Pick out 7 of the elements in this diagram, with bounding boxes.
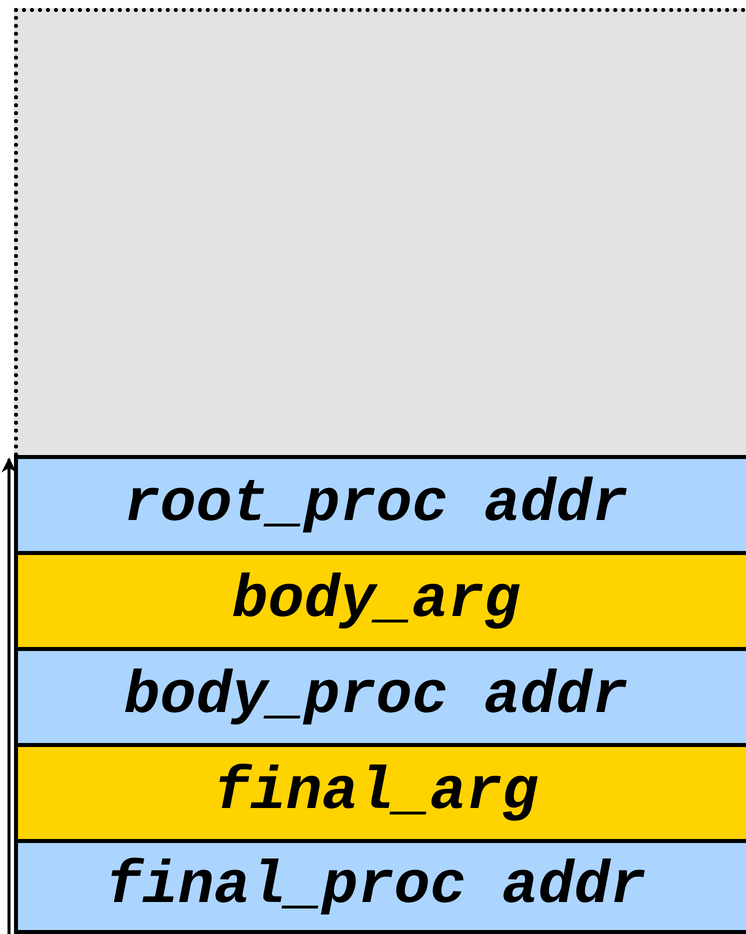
- cell-label: body_arg: [232, 567, 520, 635]
- cell-label: final_proc addr: [106, 852, 646, 920]
- arrow: [2, 458, 16, 934]
- cell-label: body_proc addr: [124, 663, 628, 731]
- cell-label: final_arg: [214, 759, 538, 827]
- memory-region: [14, 8, 746, 457]
- cell-label: root_proc addr: [124, 471, 628, 539]
